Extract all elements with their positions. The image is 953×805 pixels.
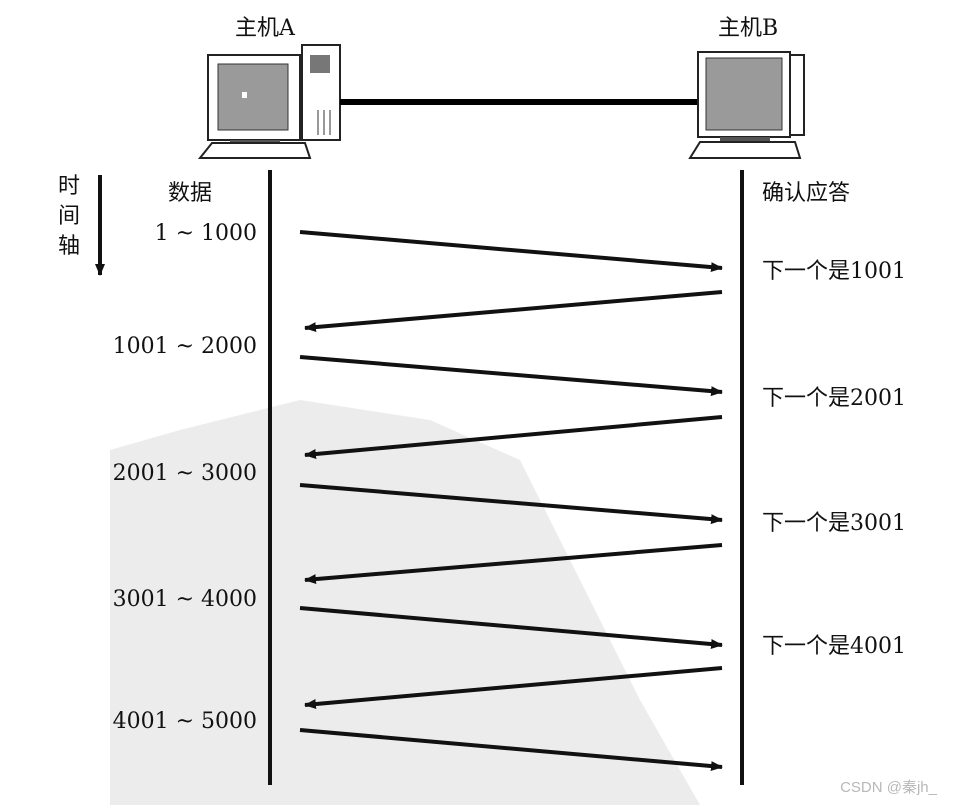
host-b-label: 主机B xyxy=(718,16,778,41)
data-segment-label: 1 ~ 1000 xyxy=(155,221,257,246)
ack-label: 下一个是3001 xyxy=(762,511,906,536)
ack-arrow xyxy=(304,415,723,459)
data-header: 数据 xyxy=(168,181,212,206)
data-segment-label: 3001 ~ 4000 xyxy=(113,587,257,612)
ack-label: 下一个是2001 xyxy=(762,386,906,411)
ack-arrow xyxy=(304,543,723,585)
ack-arrow xyxy=(304,290,723,333)
host-b-computer-icon xyxy=(688,51,805,159)
time-axis-char: 间 xyxy=(58,204,80,229)
data-arrow xyxy=(299,606,723,650)
ack-arrow xyxy=(304,666,723,710)
data-arrow xyxy=(299,728,723,772)
data-arrow xyxy=(299,355,723,397)
ack-header: 确认应答 xyxy=(762,181,850,206)
time-axis-char: 时 xyxy=(58,174,80,199)
ack-label: 下一个是4001 xyxy=(762,634,906,659)
ack-label: 下一个是1001 xyxy=(762,259,906,284)
host-a-computer-icon xyxy=(197,44,341,159)
data-arrow xyxy=(299,230,723,273)
host-a-label: 主机A xyxy=(235,16,296,41)
watermark: CSDN @秦jh_ xyxy=(840,779,937,796)
data-segment-label: 1001 ~ 2000 xyxy=(113,334,257,359)
data-segment-label: 4001 ~ 5000 xyxy=(113,709,257,734)
data-arrow xyxy=(299,483,723,525)
background-stamp xyxy=(110,400,700,805)
time-axis-char: 轴 xyxy=(58,234,80,259)
data-segment-label: 2001 ~ 3000 xyxy=(113,461,257,486)
